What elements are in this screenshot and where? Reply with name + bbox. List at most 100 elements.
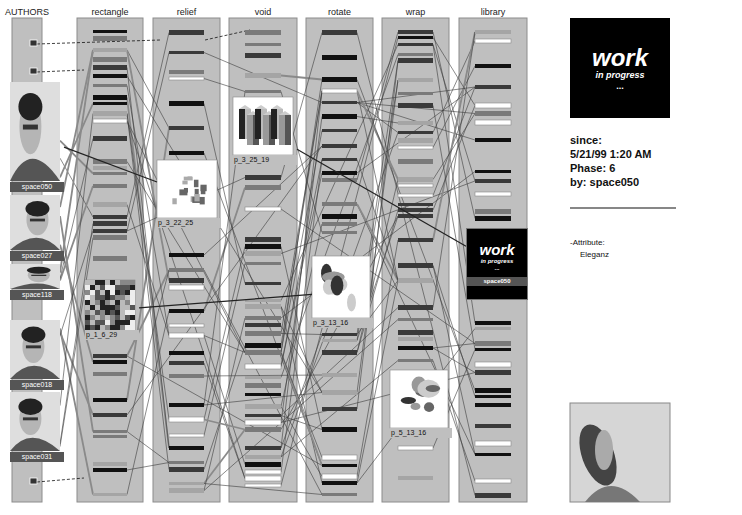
bar — [245, 244, 281, 249]
link-line — [357, 103, 475, 114]
bar — [475, 327, 511, 330]
link-line — [204, 79, 245, 92]
bar — [245, 420, 281, 425]
bar — [398, 78, 433, 82]
link-line — [204, 420, 245, 430]
work-box: workin progress... — [570, 18, 670, 118]
bar — [475, 39, 511, 43]
bar — [398, 446, 433, 450]
column-band: rectanglep_1_6_29 — [77, 4, 143, 502]
link-line — [433, 41, 475, 133]
bar — [475, 138, 511, 142]
link-line — [60, 231, 93, 336]
author-photo: space031 — [10, 392, 64, 462]
thumbnail-picture — [312, 256, 370, 318]
link-line — [60, 332, 93, 415]
link-line — [281, 353, 322, 466]
bar — [245, 207, 281, 211]
bar — [169, 333, 204, 338]
connector — [297, 149, 466, 246]
link-line — [127, 146, 322, 415]
bar — [245, 30, 281, 35]
bar — [398, 318, 433, 321]
bar — [169, 268, 204, 272]
link-line — [433, 344, 475, 349]
bar — [398, 131, 433, 134]
bar — [398, 30, 433, 34]
bar — [245, 470, 281, 474]
author-name: space050 — [10, 182, 64, 192]
link-line — [204, 336, 245, 465]
bar — [169, 278, 204, 283]
bar — [93, 184, 127, 188]
bar — [398, 346, 433, 350]
thumbnail: p_3_25_19 — [233, 97, 297, 165]
link-line — [60, 50, 93, 207]
bar — [93, 111, 127, 116]
bar — [245, 446, 281, 450]
bar — [398, 177, 433, 182]
bar — [398, 476, 433, 480]
bar — [245, 476, 281, 481]
author-name: space031 — [10, 452, 64, 462]
bar — [475, 209, 511, 214]
bar — [169, 446, 204, 450]
bar — [245, 393, 281, 396]
link-line — [281, 76, 322, 80]
bar — [93, 119, 127, 123]
dashed-line — [205, 30, 250, 40]
work-author: space050 — [467, 277, 527, 286]
bar — [169, 151, 204, 155]
work-title: work — [479, 242, 514, 258]
bar — [322, 481, 357, 485]
column-band — [153, 18, 220, 502]
column-band: voidp_3_25_19 — [229, 4, 297, 502]
bar — [475, 441, 511, 446]
bar — [93, 256, 127, 261]
bar — [475, 192, 511, 196]
author-photo — [10, 82, 60, 181]
bar — [245, 175, 281, 180]
bar — [245, 455, 281, 459]
bar — [398, 138, 433, 143]
bar — [322, 474, 357, 479]
bar — [322, 129, 357, 132]
bar — [93, 221, 127, 226]
link-line — [204, 430, 245, 484]
bar — [93, 354, 127, 358]
bar — [169, 361, 204, 365]
author-photo: space018 — [10, 320, 64, 390]
dashed-line — [37, 478, 84, 482]
bar — [322, 144, 357, 148]
author-photo: space027 — [10, 195, 64, 261]
link-lines — [37, 30, 475, 496]
link-line — [281, 133, 398, 458]
bars — [93, 30, 511, 498]
link-line — [281, 416, 322, 430]
bar — [169, 482, 204, 485]
link-line — [357, 329, 475, 484]
bar — [475, 216, 511, 221]
work-box: workin progress... space050 — [466, 228, 528, 300]
bar — [169, 374, 204, 378]
work-subtitle: in progress — [481, 258, 514, 265]
bar — [93, 398, 127, 402]
link-line — [357, 91, 398, 180]
link-line — [127, 76, 322, 393]
thumbnail-picture — [233, 97, 293, 155]
bar — [475, 362, 511, 367]
bar — [169, 403, 204, 407]
bar — [322, 464, 357, 467]
bar — [398, 337, 433, 341]
bar — [475, 479, 511, 483]
bar — [169, 101, 204, 106]
bar — [322, 493, 357, 496]
dashed-line — [37, 70, 84, 72]
bar — [169, 434, 204, 437]
bar — [475, 85, 511, 89]
bar — [93, 30, 127, 33]
work-ellipsis: ... — [494, 265, 499, 272]
bar — [245, 383, 281, 388]
link-line — [60, 216, 93, 431]
